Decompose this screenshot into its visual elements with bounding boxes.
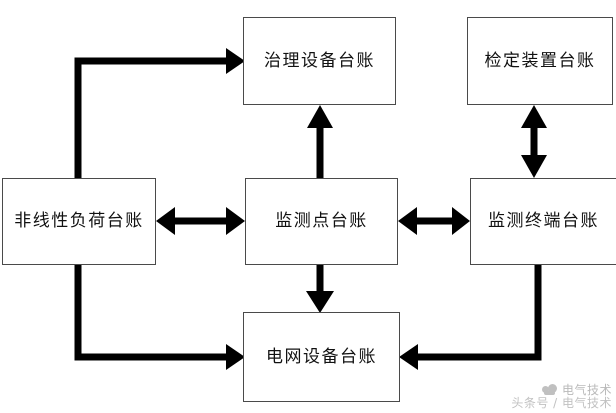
node-dianwang-shebei-taizhang[interactable]: 电网设备台账 [243, 312, 400, 402]
node-label: 电网设备台账 [266, 346, 377, 367]
node-label: 非线性负荷台账 [14, 211, 144, 231]
node-feixianxing-fuhe-taizhang[interactable]: 非线性负荷台账 [2, 178, 156, 265]
node-jianding-zhuangzhi-taizhang[interactable]: 检定装置台账 [467, 17, 613, 105]
edge-jiancedian-zhongduan [398, 207, 470, 235]
edge-feixianxing-to-zhili [74, 48, 245, 178]
edge-zhongduan-to-dianwang [399, 265, 542, 370]
node-jiance-zhongduan-taizhang[interactable]: 监测终端台账 [470, 178, 616, 265]
node-label: 监测终端台账 [488, 211, 599, 231]
node-label: 监测点台账 [275, 211, 368, 231]
edge-feixianxing-jiancedian [156, 207, 245, 235]
node-label: 检定装置台账 [484, 50, 596, 71]
edge-feixianxing-to-dianwang [74, 265, 245, 370]
node-label: 治理设备台账 [264, 50, 375, 71]
edge-jiancedian-to-dianwang [306, 265, 334, 313]
edge-jiancedian-to-zhili [307, 105, 333, 178]
node-jiancedian-taizhang[interactable]: 监测点台账 [245, 178, 398, 265]
node-zhili-shebei-taizhang[interactable]: 治理设备台账 [243, 17, 396, 105]
edge-jianding-zhongduan [521, 105, 547, 178]
